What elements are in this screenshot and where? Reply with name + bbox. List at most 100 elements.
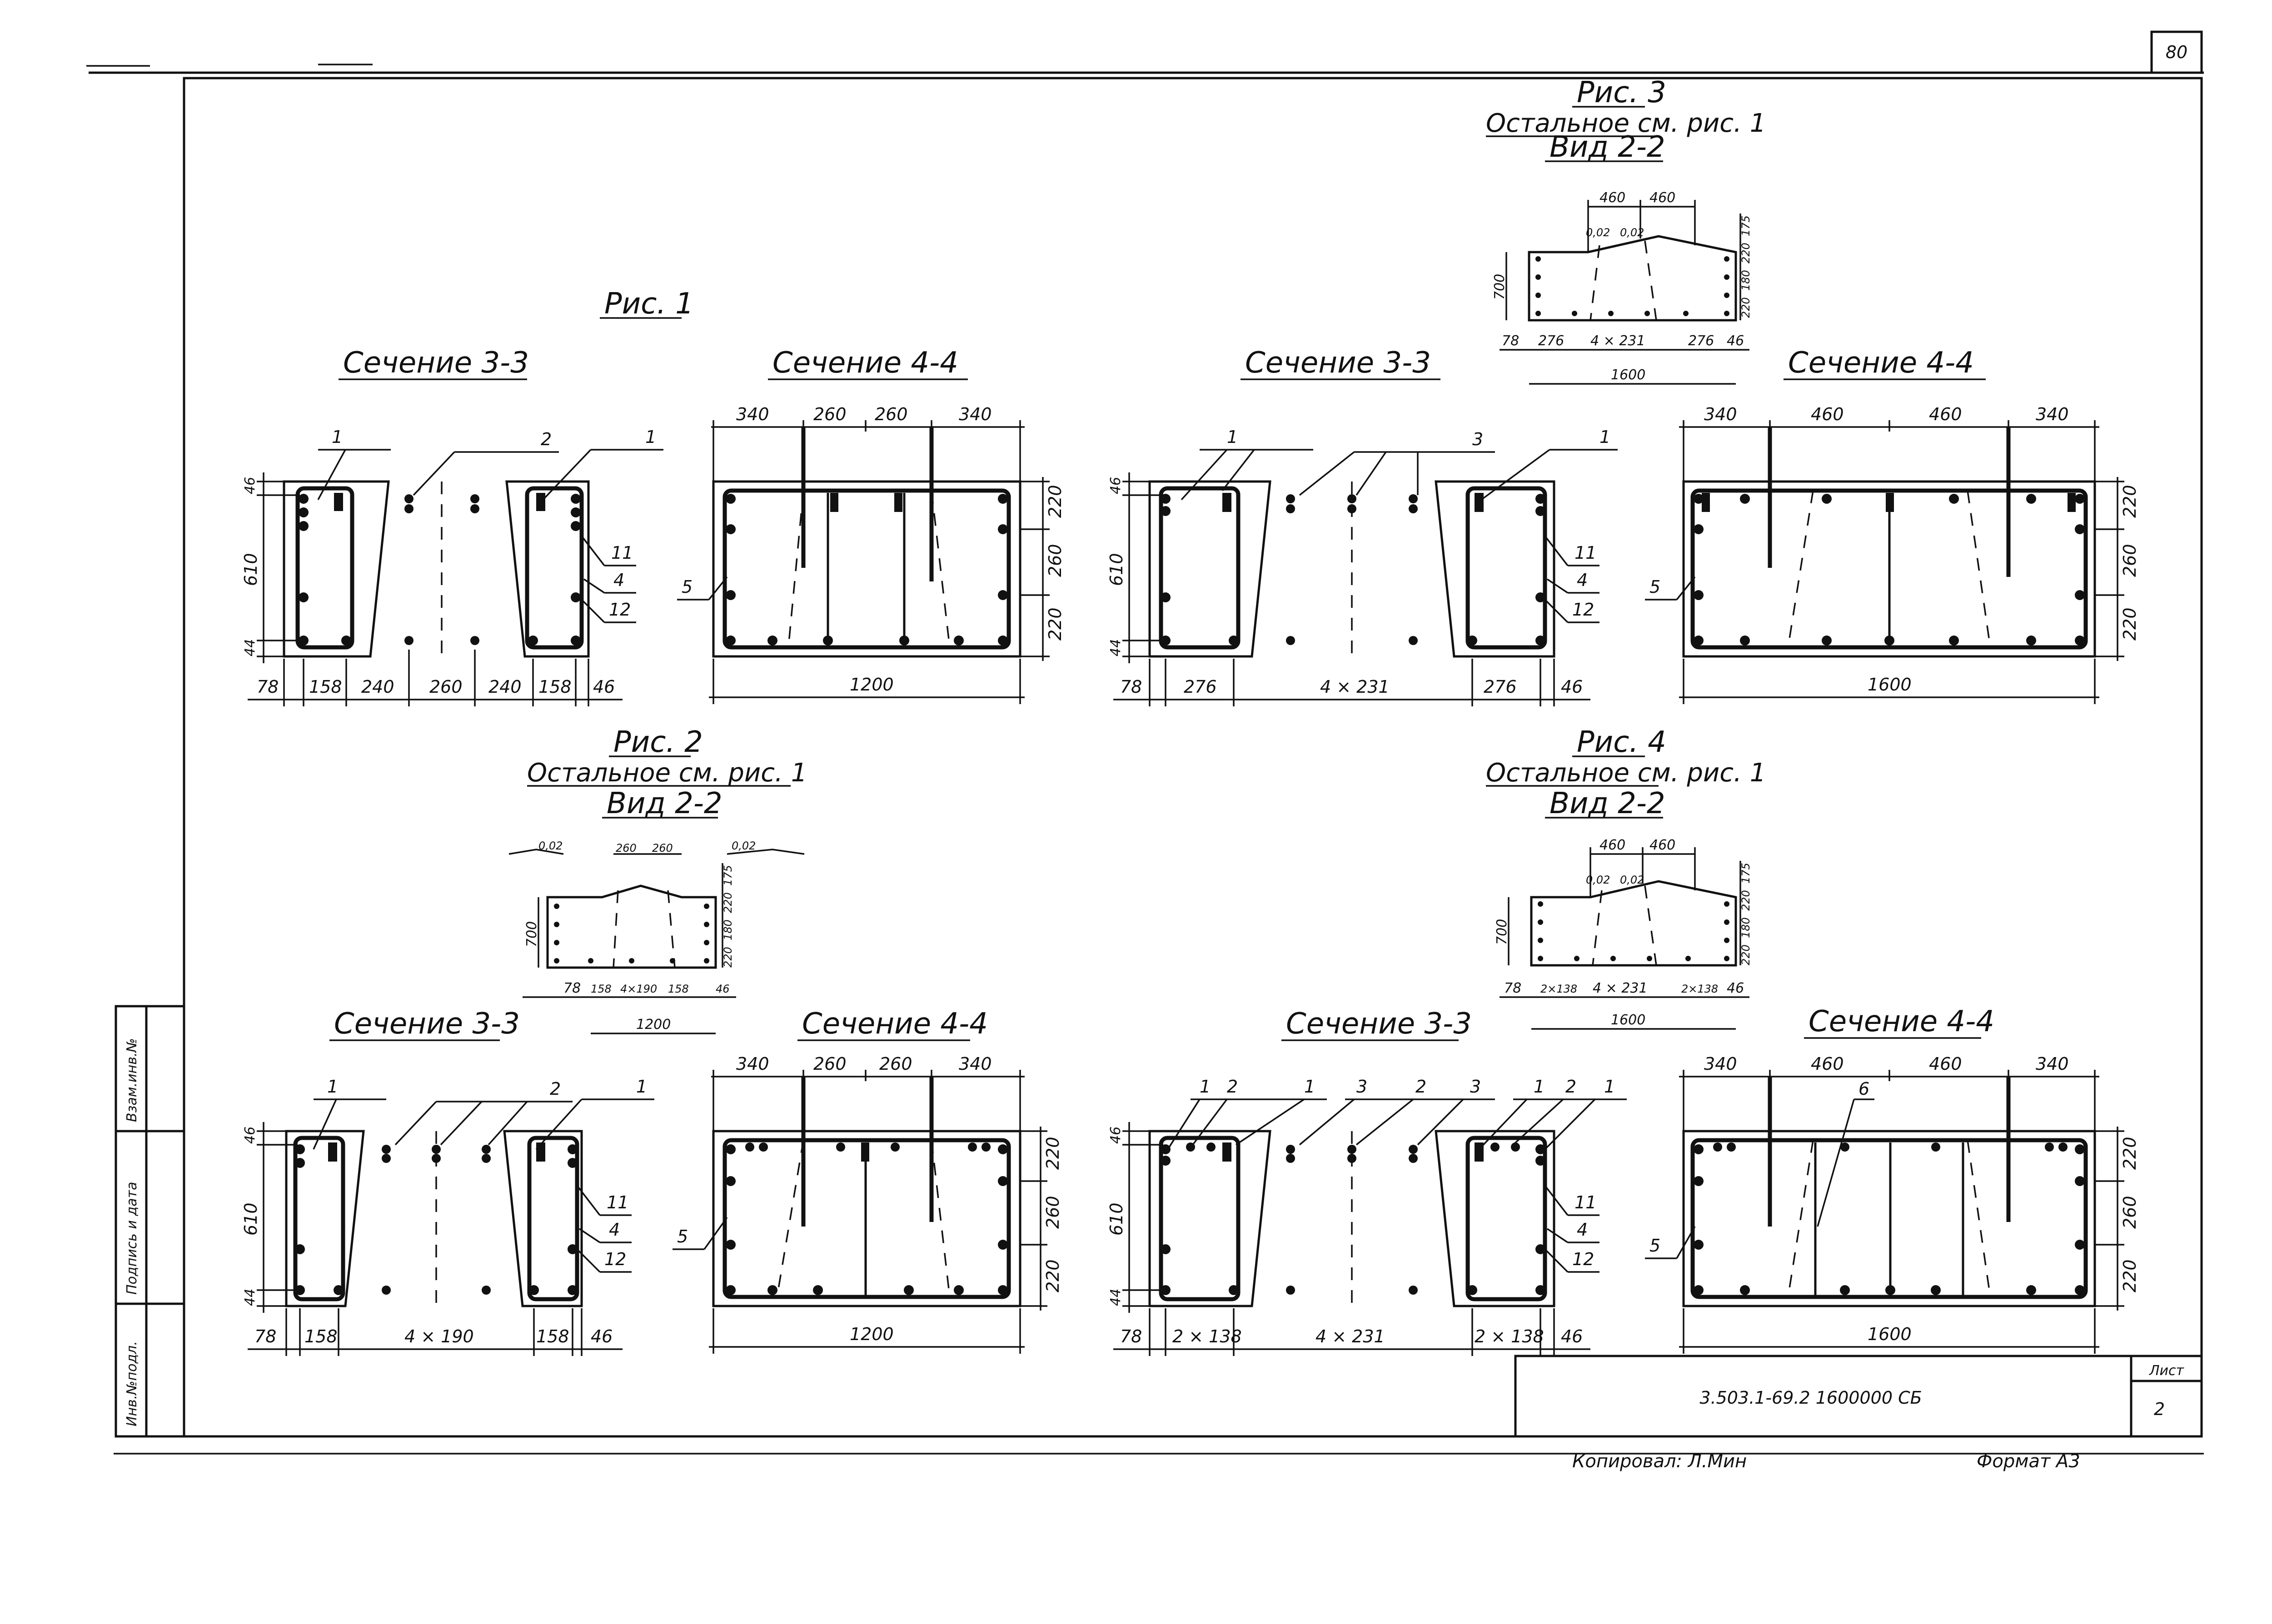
fig3-sec33-title: Сечение 3-3	[1245, 346, 1431, 380]
fig2-view-bottom-158b: 158	[668, 983, 689, 995]
fig1-sec33-callout-1b: 1	[645, 427, 656, 447]
stamp-vzam-inv: Взам.инв.№	[124, 1038, 140, 1122]
fig3-sec44-right-260: 260	[2120, 544, 2140, 577]
fig1-sec33-callout-12: 12	[609, 600, 631, 620]
fig1-section-3-3: Сечение 3-3 1 2 1	[241, 346, 663, 706]
fig3-sec33-dim-610: 610	[1106, 553, 1126, 586]
fig4-sec33-callout-4: 4	[1577, 1220, 1588, 1240]
fig3-view-right-220a: 220	[1739, 243, 1752, 263]
fig2-sec33-callout-1a: 1	[327, 1077, 338, 1097]
fig2-sec33-callout-1b: 1	[636, 1077, 647, 1097]
page-number-box: 80	[2150, 30, 2203, 74]
fig2-view-title: Вид 2-2	[607, 787, 722, 820]
fig1-sec44-total: 1200	[850, 675, 894, 695]
fig3-view-left-700: 700	[1492, 274, 1508, 300]
fig3-sec33-callout-1b: 1	[1599, 427, 1610, 447]
fig4-title: Рис. 4	[1577, 725, 1666, 759]
fig2-sec44-top-260b: 260	[879, 1054, 912, 1074]
fig4-view-right-180: 180	[1739, 917, 1752, 938]
fig4-sec44-top-340a: 340	[1704, 1054, 1737, 1074]
fig4-sec33-dim-610: 610	[1106, 1202, 1126, 1236]
fig2-section-3-3: Сечение 3-3 1 2 1 11 4 1	[241, 1007, 654, 1356]
fig4-view-right-175: 175	[1739, 863, 1752, 884]
fig3-subtitle: Остальное см. рис. 1	[1486, 109, 1766, 138]
fig3-title: Рис. 3	[1577, 76, 1666, 109]
fig4-section-4-4: Сечение 4-4 5 6 340 460 460 340	[1645, 1005, 2140, 1354]
side-stamps: Инв.№подл. Подпись и дата Взам.инв.№	[124, 1038, 140, 1426]
fig2-sec44-right-220a: 220	[1043, 1137, 1063, 1170]
fig4-view-2-2: 460 460 0,02 0,02 700 175 220 180 220 78…	[1494, 837, 1752, 1030]
fig1-sec33-callout-2: 2	[541, 429, 552, 449]
fig3-sec33-dim-4x231: 4 × 231	[1320, 677, 1390, 697]
fig2-sec33-dim-46: 46	[242, 1127, 258, 1144]
fig2-view-left-700: 700	[524, 921, 540, 947]
fig2-sec33-title: Сечение 3-3	[334, 1007, 520, 1041]
fig4: Рис. 4 Остальное см. рис. 1 Вид 2-2 460 …	[1106, 725, 2140, 1356]
fig4-sec44-right-220b: 220	[2120, 1259, 2140, 1292]
fig4-view-bottom-78: 78	[1504, 980, 1521, 996]
fig4-view-bottom-2x138b: 2×138	[1681, 983, 1718, 995]
fig3-view-2-2: 460 460 0,02 0,02 700 175 220 180 220 78…	[1492, 190, 1752, 385]
fig3-view-total: 1600	[1611, 367, 1645, 383]
fig2-sec33-dim-158b: 158	[536, 1326, 569, 1346]
fig4-sec44-top-460b: 460	[1929, 1054, 1962, 1074]
fig3-sec44-top-460a: 460	[1811, 404, 1844, 424]
fig2-view-right-220b: 220	[722, 947, 734, 968]
fig4-sec44-callout-5: 5	[1649, 1236, 1660, 1256]
fig4-sec44-callout-6: 6	[1858, 1079, 1869, 1099]
fig2-view-total: 1200	[636, 1017, 671, 1033]
fig4-sec33-dim-46b: 46	[1561, 1326, 1583, 1346]
fig3-sec44-callout-5: 5	[1649, 577, 1660, 597]
fig4-view-bottom-2x138a: 2×138	[1540, 983, 1577, 995]
fig1-sec44-top-340b: 340	[959, 404, 992, 424]
fig3-sec33-dim-46b: 46	[1561, 677, 1583, 697]
fig4-sec33-callout-11: 11	[1574, 1192, 1596, 1212]
fig2-sec33-dim-44: 44	[242, 1289, 258, 1306]
fig2-sec33-dim-610: 610	[241, 1202, 261, 1236]
fig1-sec44-right-220a: 220	[1045, 485, 1065, 518]
fig3-sec44-top-340b: 340	[2036, 404, 2069, 424]
fig4-view-slope-b: 0,02	[1620, 874, 1644, 886]
fig2-sec33-callout-12: 12	[604, 1249, 626, 1269]
fig1-sec33-dim-46: 46	[242, 477, 258, 494]
fig1-sec33-callout-1a: 1	[332, 427, 343, 447]
fig1-sec33-callout-4: 4	[613, 570, 624, 590]
fig4-sec33-callout-2a: 2	[1227, 1077, 1238, 1097]
fig2-view-bottom-46: 46	[716, 983, 730, 995]
fig3-view-top-460b: 460	[1649, 190, 1675, 206]
stamp-signature-date: Подпись и дата	[124, 1182, 140, 1295]
fig3-sec44-top-340a: 340	[1704, 404, 1737, 424]
list-number: 2	[2154, 1399, 2165, 1419]
fig4-view-right-220b: 220	[1739, 944, 1752, 965]
fig3-sec33-callout-3: 3	[1472, 429, 1483, 449]
fig4-sec33-title: Сечение 3-3	[1286, 1007, 1472, 1041]
fig2-sec33-dim-78: 78	[254, 1326, 276, 1346]
fig3-view-right-175: 175	[1739, 215, 1752, 236]
fig2-view-slope-a: 0,02	[538, 839, 563, 852]
fig2-sec44-top-260a: 260	[813, 1054, 847, 1074]
fig3-sec44-right-220a: 220	[2120, 485, 2140, 518]
fig2: Рис. 2 Остальное см. рис. 1 Вид 2-2 0,02…	[241, 725, 1063, 1356]
fig4-sec33-dim-78: 78	[1120, 1326, 1142, 1346]
fig2-view-bottom-158a: 158	[591, 983, 612, 995]
fig3: Рис. 3 Остальное см. рис. 1 Вид 2-2 460 …	[1106, 76, 2140, 706]
fig3-section-3-3: Сечение 3-3 1 3 1 11 4 1	[1106, 346, 1618, 706]
fig3-section-4-4: Сечение 4-4 5 340 460 460 340	[1645, 346, 2140, 704]
fig2-sec44-top-340b: 340	[959, 1054, 992, 1074]
fig3-sec33-dim-46: 46	[1108, 477, 1124, 494]
format-label: Формат А3	[1977, 1451, 2080, 1472]
fig2-sec33-callout-11: 11	[607, 1192, 628, 1212]
fig1-sec33-callout-11: 11	[611, 543, 633, 563]
fig4-sec33-callout-1a: 1	[1200, 1077, 1211, 1097]
fig1-sec44-right-260: 260	[1045, 544, 1065, 577]
fig3-sec44-right-220b: 220	[2120, 607, 2140, 641]
fig2-view-bottom-78: 78	[563, 980, 581, 996]
fig4-view-bottom-4x231: 4 × 231	[1593, 980, 1648, 996]
fig3-view-bottom-78: 78	[1502, 333, 1519, 349]
fig3-sec33-dim-276b: 276	[1484, 677, 1517, 697]
fig3-view-right-180: 180	[1739, 270, 1752, 291]
fig4-sec33-dim-44: 44	[1108, 1289, 1124, 1306]
fig1-sec33-dim-240b: 240	[488, 677, 522, 697]
drawing-code: 3.503.1-69.2 1600000 СБ	[1699, 1388, 1922, 1408]
fig1-sec33-dim-158a: 158	[309, 677, 342, 697]
